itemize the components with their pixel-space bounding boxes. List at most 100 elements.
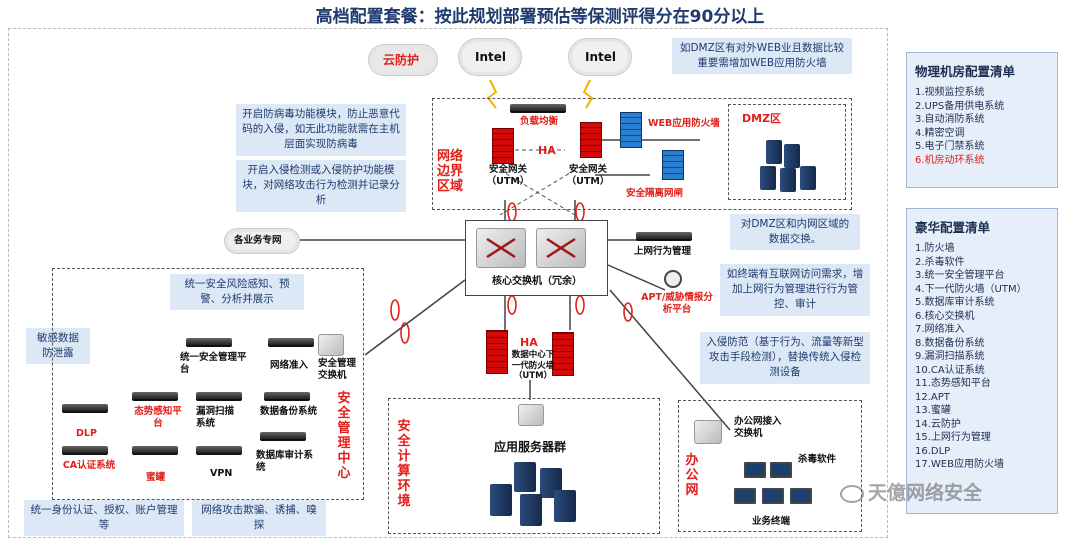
watermark: 天億网络安全 [840,478,982,505]
cloud-protect-label: 云防护 [383,53,420,67]
gap-icon [662,150,684,180]
app-switch-icon [518,404,544,426]
compute-zone-label: 安全计算环境 [397,419,411,509]
apt-label: APT/威胁情报分析平台 [641,292,713,315]
utm2-label: 安全网关（UTM） [566,164,610,187]
gap-label: 安全隔离网闸 [626,188,684,199]
terminal-pc-5 [790,488,812,504]
page-title: 高档配置套餐：按此规划部署预估等保测评得分在90分以上 [315,7,765,27]
internet-cloud-2: Intel [568,38,632,76]
app-servers-icon [480,460,600,528]
net-access-device [268,338,314,347]
vuln-scan-device [196,392,242,401]
list-item: 5.数据库审计系统 [915,297,995,308]
core-switch-icon-2 [536,228,586,268]
compute-zone [388,398,660,534]
dmz-zone [728,104,846,200]
list-item: 15.上网行为管理 [915,432,991,443]
office-zone-label: 办公网 [685,453,699,498]
list-item: 6.机房动环系统 [915,154,985,166]
network-area [8,28,888,538]
terminal-pc-2 [770,462,792,478]
office-zone [678,400,862,532]
security-mgmt-zone [52,268,364,500]
list-item: 11.态势感知平台 [915,378,991,389]
list-item: 14.云防护 [915,418,961,430]
core-switch-icon-1 [476,228,526,268]
list-item: 7.网络准入 [915,324,965,335]
callout-risk: 统一安全风险感知、预警、分析并展示 [170,274,304,311]
list-item: 5.电子门禁系统 [915,141,985,152]
db-audit-label: 数据库审计系统 [256,450,314,473]
behavior-mgmt-device [636,232,692,241]
terminal-pc-4 [762,488,784,504]
list-item: 9.漏洞扫描系统 [915,351,985,362]
callout-behavior: 如终端有互联网访问需求，增加上网行为管理进行行为管控、审计 [720,264,870,316]
unified-mgmt-device [186,338,232,347]
list-item: 3.统一安全管理平台 [915,270,1005,281]
luxury-config-list: 1.防火墙 2.杀毒软件 3.统一安全管理平台 4.下一代防火墙（UTM） 5.… [915,242,1057,472]
situation-label: 态势感知平台 [134,406,182,429]
dmz-zone-label: DMZ区 [742,112,782,125]
core-switch-label: 核心交换机（冗余） [492,276,582,287]
dc-fw-icon-1 [486,330,508,374]
waf-label: WEB应用防火墙 [648,118,720,129]
sec-switch-label: 安全管理交换机 [318,358,357,381]
wechat-icon [840,484,864,503]
list-item: 4.下一代防火墙（UTM） [915,283,1027,295]
list-item: 13.蜜罐 [915,405,951,416]
callout-dmz-exchange: 对DMZ区和内网区域的数据交换。 [730,214,860,251]
callout-sensitive: 敏感数据防泄露 [26,328,90,365]
callout-antivirus: 开启防病毒功能模块，防止恶意代码的入侵，如无此功能就需在主机层面实现防病毒 [236,104,406,156]
callout-honeypot: 网络攻击欺骗、诱捕、嗅探 [192,500,326,537]
callout-intrusion: 入侵防范（基于行为、流量等新型攻击手段检测），替换传统入侵检测设备 [700,332,870,384]
backup-label: 数据备份系统 [260,406,318,417]
room-config-title: 物理机房配置清单 [915,64,1016,79]
situation-device [132,392,178,401]
dlp-label: DLP [76,428,97,439]
dc-fw-icon-2 [552,332,574,376]
list-item: 1.视频监控系统 [915,87,985,98]
security-mgmt-label: 安全管理中心 [337,391,351,481]
apt-icon [664,270,682,288]
intel-label-2: Intel [585,50,616,64]
luxury-config-title: 豪华配置清单 [915,220,991,235]
room-config-list: 1.视频监控系统 2.UPS备用供电系统 3.自动消防系统 4.精密空调 5.电… [915,86,1057,167]
load-balancer-label: 负载均衡 [520,116,559,127]
ha-mid-label: HA [520,336,538,349]
list-item: 2.UPS备用供电系统 [915,100,1005,112]
callout-ips: 开启入侵检测或入侵防护功能模块，对网络攻击行为检测并记录分析 [236,160,406,212]
db-audit-device [260,432,306,441]
list-item: 8.数据备份系统 [915,337,985,349]
terminal-pc-1 [744,462,766,478]
net-access-label: 网络准入 [270,360,309,371]
utm2-firewall-icon [580,122,602,158]
vuln-scan-label: 漏洞扫描系统 [196,406,235,429]
cloud-protect-cloud: 云防护 [368,44,438,76]
intel-label-1: Intel [475,50,506,64]
unified-mgmt-label: 统一安全管理平台 [180,352,247,375]
behavior-mgmt-label: 上网行为管理 [634,246,692,257]
app-servers-label: 应用服务器群 [494,440,567,454]
terminals-label: 业务终端 [752,516,791,527]
vpn-device [196,446,242,455]
dc-fw-label: 数据中心下一代防火墙（UTM） [511,350,555,382]
business-net-cloud: 各业务专网 [224,228,300,254]
border-zone [432,98,852,210]
list-item: 10.CA认证系统 [915,364,985,376]
list-item: 2.杀毒软件 [915,256,965,268]
list-item: 1.防火墙 [915,243,955,254]
list-item: 3.自动消防系统 [915,114,985,125]
ca-device [62,446,108,455]
watermark-text: 天億网络安全 [868,482,983,504]
terminal-pc-3 [734,488,756,504]
internet-cloud-1: Intel [458,38,522,76]
border-zone-label: 网络边界区域 [437,149,464,194]
callout-dmz-waf: 如DMZ区有对外WEB业且数据比较重要需增加WEB应用防火墙 [672,38,852,75]
list-item: 12.APT [915,391,950,403]
ca-label: CA认证系统 [62,460,116,471]
utm1-label: 安全网关（UTM） [486,164,530,187]
room-config-panel: 物理机房配置清单 1.视频监控系统 2.UPS备用供电系统 3.自动消防系统 4… [906,52,1058,188]
backup-device [264,392,310,401]
honeypot-device [132,446,178,455]
